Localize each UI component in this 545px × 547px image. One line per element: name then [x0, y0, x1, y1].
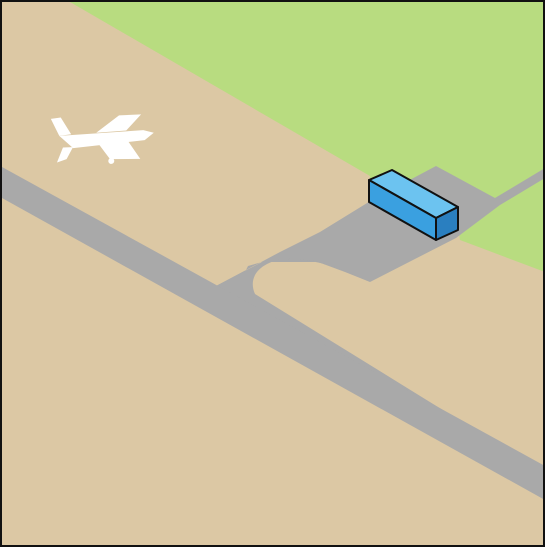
runway-strip	[2, 167, 545, 500]
hangar-icon	[368, 169, 459, 241]
aircraft-wheel	[108, 157, 115, 164]
aircraft-tail	[50, 117, 73, 163]
aircraft-fuselage	[59, 130, 154, 149]
hangar-side-wall	[435, 206, 459, 241]
aircraft-main-wing	[96, 114, 142, 160]
grass-field	[70, 2, 545, 272]
apron-pad	[216, 166, 545, 302]
aircraft-icon	[50, 114, 154, 164]
